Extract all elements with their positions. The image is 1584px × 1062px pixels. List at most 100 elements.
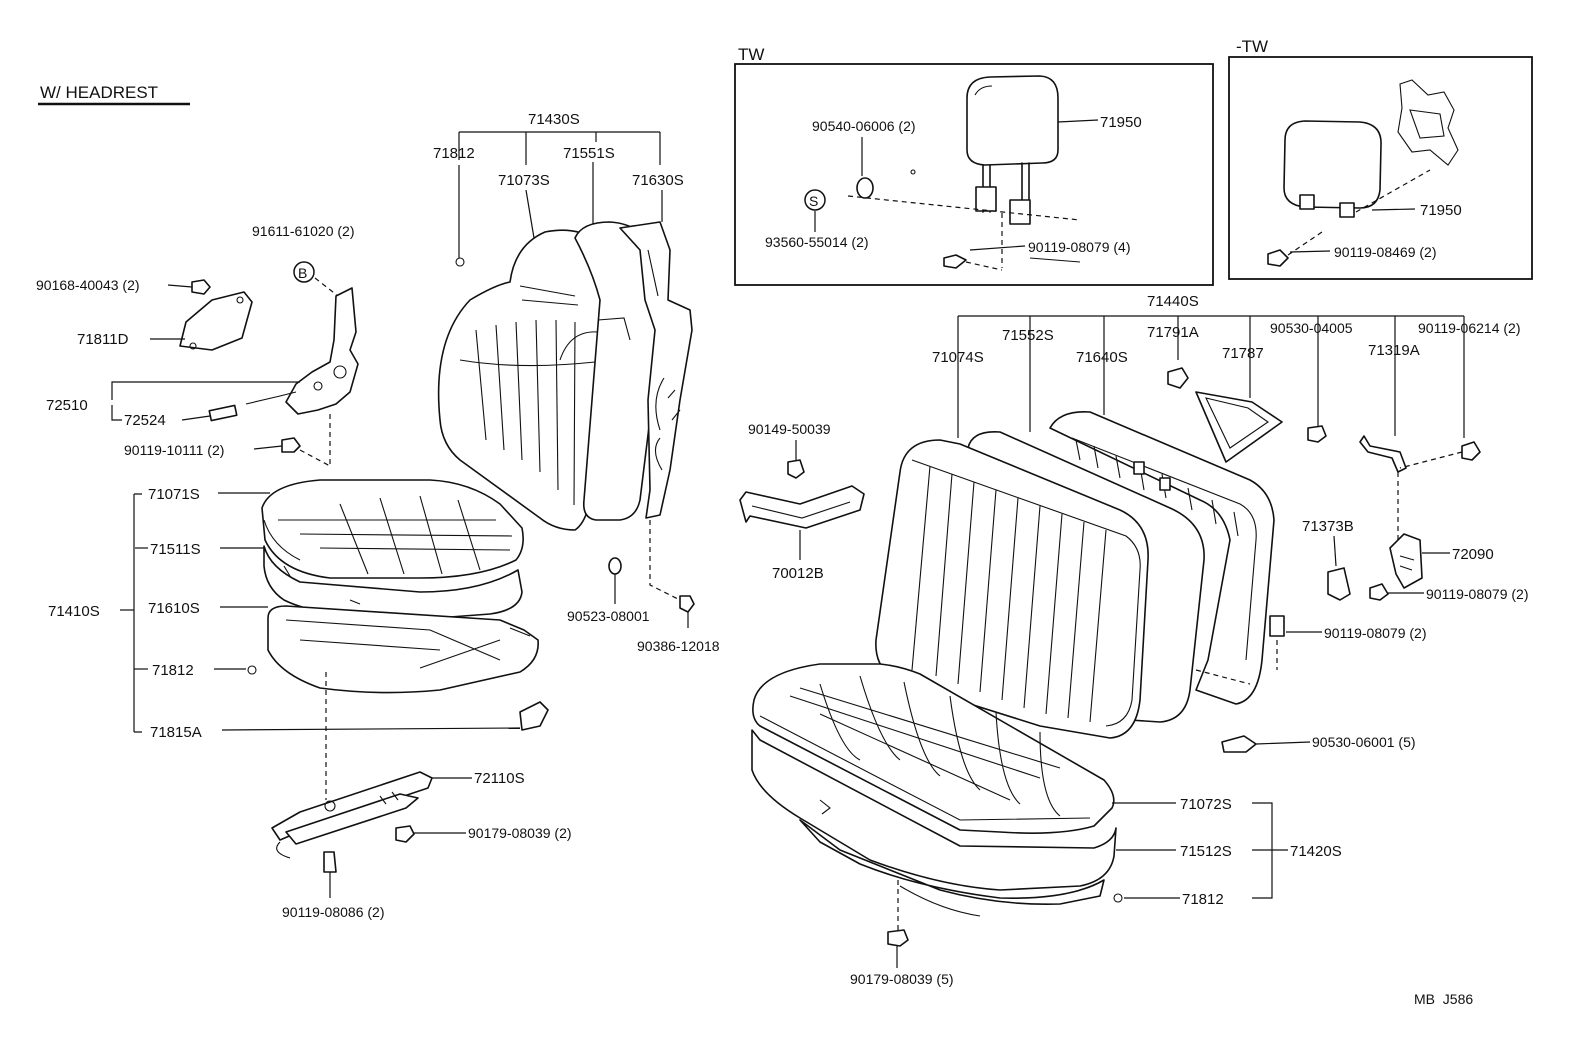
label-71072s: 71072S — [1180, 796, 1232, 813]
bolt-90149-50039 — [787, 459, 805, 479]
label-71791a: 71791A — [1147, 324, 1199, 341]
label-71640s: 71640S — [1076, 349, 1128, 366]
bolt-90119-08079-a — [1369, 583, 1389, 601]
label-90179-08039-2: 90179-08039 (2) — [468, 825, 572, 841]
cushion-frame-71610s — [267, 605, 539, 694]
label-72510: 72510 — [46, 397, 88, 414]
grommet-90540 — [856, 177, 874, 199]
hog-ring-71812-top — [455, 257, 465, 267]
dash-frame-bolt — [649, 520, 681, 601]
inset-no-tw-frame — [1228, 56, 1533, 280]
label-71074s: 71074S — [932, 349, 984, 366]
inset-tw-title: TW — [738, 45, 764, 64]
hog-ring-71812-mid — [247, 665, 257, 675]
headrest-tw — [966, 75, 1059, 225]
label-71373b: 71373B — [1302, 518, 1354, 535]
bench-cushion-cover-71072s — [752, 663, 1115, 834]
cushion-cover-71071s — [261, 479, 524, 579]
label-90119-08079-2b: 90119-08079 (2) — [1324, 625, 1426, 641]
label-71950-no-tw: 71950 — [1420, 202, 1462, 219]
clip-90530-06001 — [1221, 735, 1257, 753]
pin-72524 — [208, 404, 238, 422]
bolt-90119-10111 — [281, 437, 301, 453]
lock-72090 — [1389, 533, 1423, 589]
cushion-pad-71511s — [263, 545, 523, 621]
label-90119-08079-4: 90119-08079 (4) — [1028, 239, 1130, 255]
bolt-90119-08079-4 — [943, 254, 967, 269]
label-90540-06006: 90540-06006 (2) — [812, 118, 916, 134]
label-90119-08086: 90119-08086 (2) — [282, 904, 384, 920]
hog-ring-71812-bot — [1113, 893, 1123, 903]
label-90119-06214: 90119-06214 (2) — [1418, 320, 1520, 336]
inset-tw-frame — [734, 63, 1214, 286]
label-90119-08469: 90119-08469 (2) — [1334, 244, 1436, 260]
seat-track-72110s — [271, 771, 433, 859]
label-71319a: 71319A — [1368, 342, 1420, 359]
bracket-70012b — [739, 485, 865, 529]
bench-cushion-frame — [799, 819, 1105, 917]
bolt-90119-08469 — [1267, 249, 1289, 267]
label-71812-bot: 71812 — [1182, 891, 1224, 908]
seatback-frame-71630s — [619, 221, 693, 519]
headrest-no-tw — [1283, 120, 1382, 218]
label-71420s: 71420S — [1290, 843, 1342, 860]
section-title: W/ HEADREST — [40, 83, 158, 102]
label-71812-mid: 71812 — [152, 662, 194, 679]
callout-b: B — [298, 265, 307, 281]
striker-71373b — [1327, 567, 1351, 601]
label-71410s: 71410S — [48, 603, 100, 620]
label-71551s: 71551S — [563, 145, 615, 162]
label-71552s: 71552S — [1002, 327, 1054, 344]
bolt-90119-08079-b — [1269, 615, 1285, 637]
cover-71811d — [179, 291, 253, 351]
label-72090: 72090 — [1452, 546, 1494, 563]
bolt-90119-06214 — [1461, 441, 1481, 461]
callout-s: S — [809, 193, 818, 209]
label-71610s: 71610S — [148, 600, 200, 617]
label-93560-55014: 93560-55014 (2) — [765, 234, 869, 250]
callout-b-circle — [293, 261, 315, 283]
inset-no-tw-title: -TW — [1236, 37, 1268, 56]
label-90523-08001: 90523-08001 — [567, 608, 650, 624]
clip-90523 — [608, 557, 622, 575]
clip-90530-04005 — [1307, 425, 1327, 443]
callout-s-circle — [804, 189, 826, 211]
label-71440s: 71440S — [1147, 293, 1199, 310]
label-71812-top: 71812 — [433, 145, 475, 162]
seatback-bracket-sketch — [1397, 79, 1459, 166]
label-71787: 71787 — [1222, 345, 1264, 362]
label-71512s: 71512S — [1180, 843, 1232, 860]
strap-71787 — [1195, 391, 1283, 463]
label-91611-61020: 91611-61020 (2) — [252, 223, 354, 239]
label-90149-50039: 90149-50039 — [748, 421, 831, 437]
nut-90179-08039-2 — [395, 825, 415, 843]
nut-90386 — [679, 595, 695, 613]
recliner-72510 — [245, 287, 359, 415]
label-90179-08039-5: 90179-08039 (5) — [850, 971, 954, 987]
label-71811d: 71811D — [77, 331, 129, 348]
bolt-90119-08086 — [323, 851, 337, 873]
label-71511s: 71511S — [150, 541, 201, 558]
label-71430s: 71430S — [528, 111, 580, 128]
label-71073s: 71073S — [498, 172, 550, 189]
screw-90168 — [191, 279, 211, 295]
label-71950-tw: 71950 — [1100, 114, 1142, 131]
inset-tw: TW 71950 90540-06006 (2) S 93560-55014 (… — [734, 45, 1214, 286]
bench-back-frame-71640s — [1049, 411, 1275, 705]
nut-90179-08039-5 — [887, 929, 909, 947]
footer-code: MB J586 — [1414, 991, 1473, 1007]
label-90119-08079-2a: 90119-08079 (2) — [1426, 586, 1528, 602]
label-90386-12018: 90386-12018 — [637, 638, 720, 654]
cover-71815a — [519, 701, 549, 731]
label-71630s: 71630S — [632, 172, 684, 189]
bench-back-cover-71074s — [875, 439, 1149, 739]
label-90168-40043: 90168-40043 (2) — [36, 277, 140, 293]
bench-cushion-pad-71512s — [751, 729, 1117, 891]
label-90530-04005: 90530-04005 — [1270, 320, 1353, 336]
label-90530-06001: 90530-06001 (5) — [1312, 734, 1416, 750]
label-71815a: 71815A — [150, 724, 202, 741]
label-72524: 72524 — [124, 412, 166, 429]
hinge-71319a — [1359, 435, 1407, 473]
label-70012b: 70012B — [772, 565, 824, 582]
